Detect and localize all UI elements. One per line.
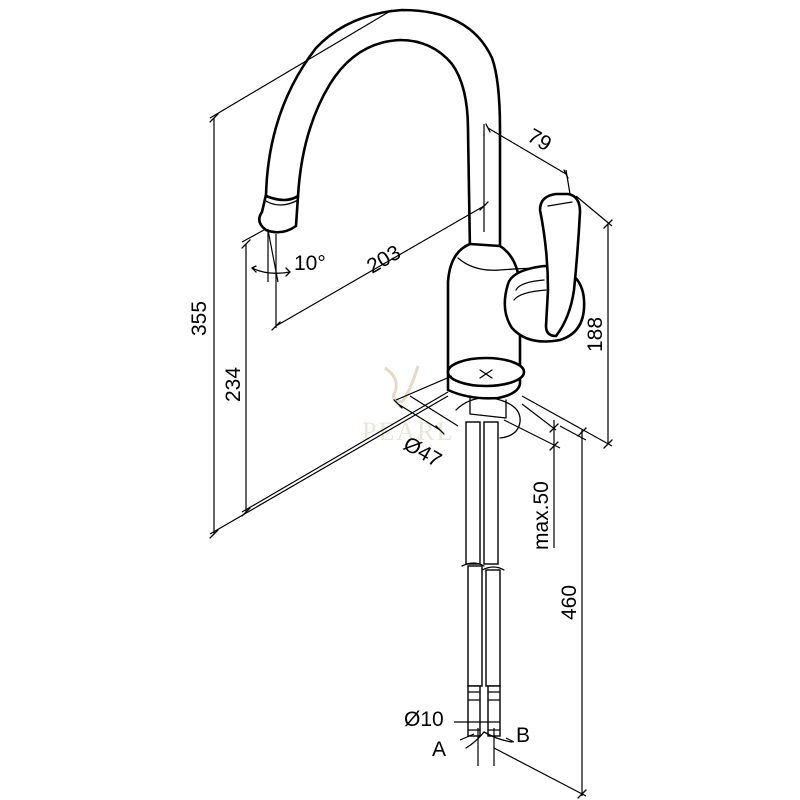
label-worktop-thickness: max.50 [530, 481, 553, 550]
hose-lower-left [467, 565, 483, 687]
label-height-spout: 234 [222, 367, 245, 402]
mounting-nut [469, 395, 507, 419]
dimension-max50: max.50 [503, 403, 561, 550]
spout-neck [264, 8, 502, 254]
base-flange [446, 356, 526, 388]
dimension-234: 234 [222, 229, 449, 517]
lever-handle-inner [547, 201, 573, 207]
dimension-460: 460 [493, 425, 587, 799]
label-angle: 10° [294, 252, 326, 275]
hose-upper-left [465, 421, 481, 565]
supply-hoses [461, 421, 505, 737]
spout-opening [263, 199, 299, 206]
hose-upper-right [483, 421, 499, 565]
dimension-angle: 10° [251, 229, 326, 283]
watermark-text: PEARL [362, 417, 454, 446]
lever-handle [538, 192, 582, 338]
mounting-washer [455, 397, 521, 439]
lever-base-ring [515, 279, 545, 291]
dimension-188: 188 [521, 195, 613, 449]
label-connector-diameter: Ø10 [404, 708, 444, 731]
label-lever-height: 188 [584, 317, 607, 352]
connector-ribs [467, 691, 501, 731]
base-cross-icon [479, 369, 493, 379]
label-hose-b: B [516, 724, 530, 747]
watermark-logo-icon [384, 365, 420, 404]
connector-annotations: Ø10 A B [404, 708, 530, 766]
label-height-total: 355 [188, 301, 211, 336]
dimension-355: 355 [188, 9, 449, 539]
hose-break-lines [461, 562, 505, 571]
label-hose-length: 460 [558, 585, 581, 620]
connector-left [467, 685, 481, 737]
label-hose-a: A [432, 738, 446, 761]
watermark: PEARL [362, 365, 454, 446]
faucet-body [257, 8, 586, 439]
lever-base-ring-2 [513, 289, 547, 301]
hose-lower-right [485, 569, 501, 687]
